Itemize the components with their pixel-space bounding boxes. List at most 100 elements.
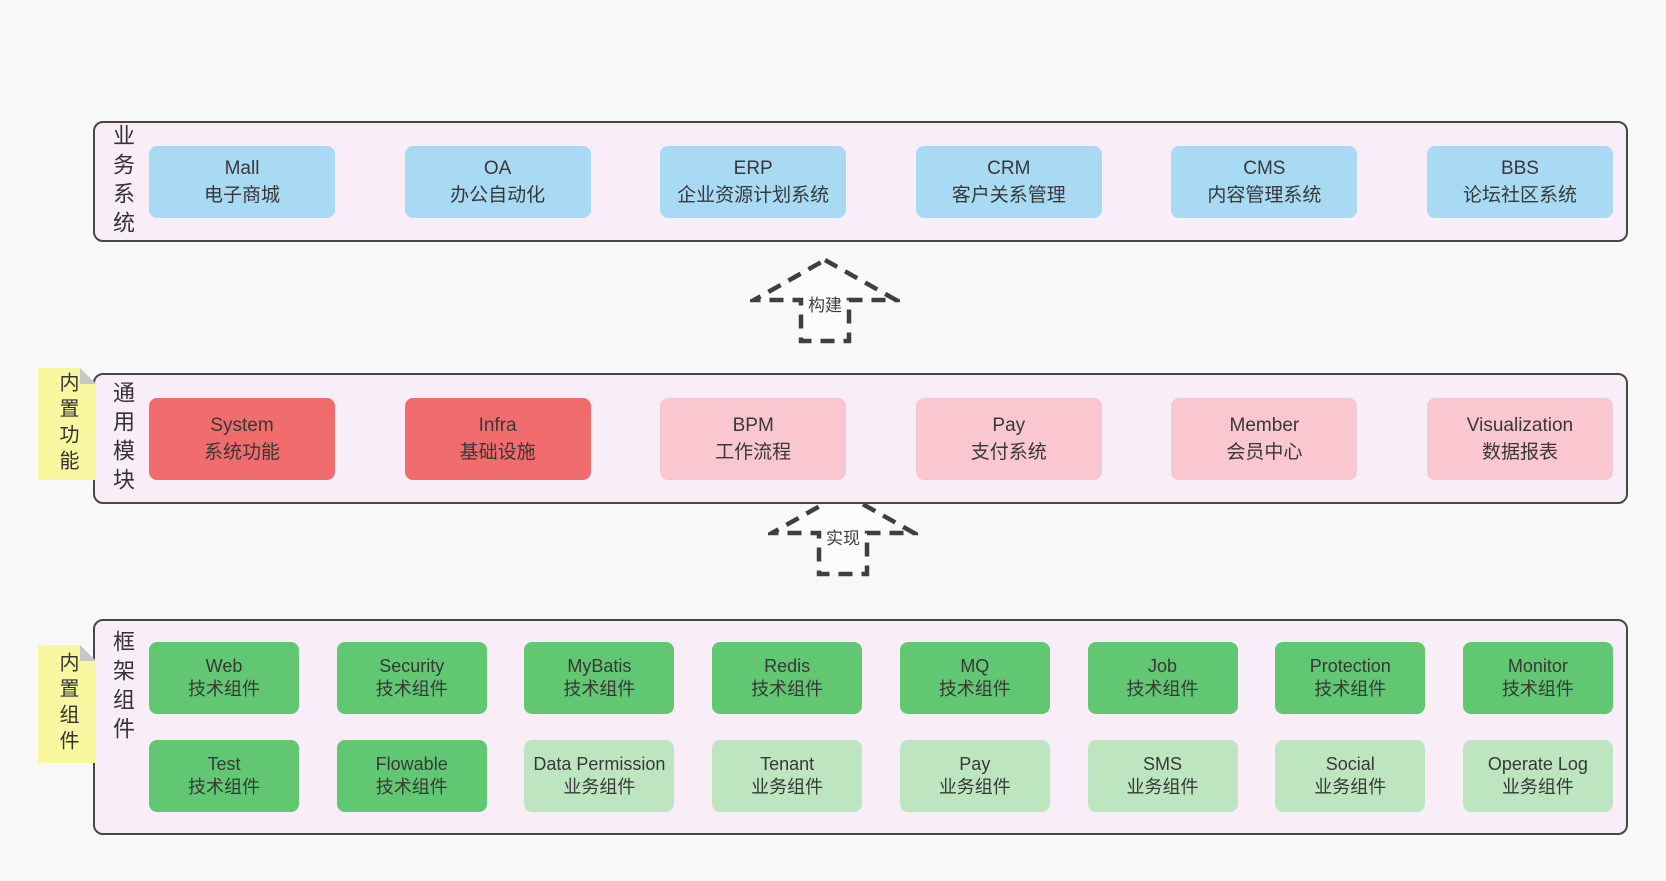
box-row: System 系统功能 Infra 基础设施 BPM 工作流程 Pay 支付系统… [149, 397, 1613, 480]
arrow-label: 实现 [826, 529, 860, 548]
box-title: Redis [764, 656, 811, 676]
framework-components-content: Web 技术组件 Security 技术组件 MyBatis 技术组件 Redi… [149, 621, 1626, 833]
box-test: Test 技术组件 [149, 740, 299, 812]
box-title: Tenant [760, 754, 815, 774]
box-title: Mall [224, 157, 260, 179]
box-bpm: BPM 工作流程 [660, 397, 847, 480]
box-subtitle: 业务组件 [1314, 777, 1387, 797]
box-title: Web [205, 656, 243, 676]
box-system: System 系统功能 [149, 397, 335, 480]
implement-arrow: 实现 [768, 490, 918, 577]
box-subtitle: 内容管理系统 [1207, 184, 1322, 206]
business-systems-content: Mall 电子商城 OA 办公自动化 ERP 企业资源计划系统 CRM 客户关系… [149, 123, 1626, 240]
box-title: OA [483, 157, 512, 179]
box-title: Job [1148, 656, 1178, 676]
build-arrow: 构建 [750, 257, 900, 344]
common-modules-label: 通用模块 [95, 375, 149, 502]
box-monitor: Monitor 技术组件 [1462, 642, 1613, 714]
box-title: Protection [1309, 656, 1391, 676]
box-subtitle: 技术组件 [1501, 679, 1574, 699]
box-title: Infra [478, 414, 517, 436]
box-subtitle: 业务组件 [938, 777, 1011, 797]
folded-corner-icon [80, 368, 96, 384]
box-social: Social 业务组件 [1275, 740, 1426, 812]
box-mall: Mall 电子商城 [149, 145, 335, 218]
up-arrow-icon [768, 490, 918, 577]
box-visualization: Visualization 数据报表 [1426, 397, 1613, 480]
box-security: Security 技术组件 [336, 642, 487, 714]
band-label-text: 业务系统 [110, 123, 135, 240]
box-title: Operate Log [1487, 754, 1588, 774]
box-title: MyBatis [567, 656, 632, 676]
box-title: CRM [987, 157, 1031, 179]
box-redis: Redis 技术组件 [712, 642, 863, 714]
box-erp: ERP 企业资源计划系统 [660, 145, 847, 218]
business-systems-band: 业务系统 Mall 电子商城 OA 办公自动化 ERP 企业资源计划系统 CRM… [93, 121, 1628, 242]
box-subtitle: 技术组件 [1126, 679, 1199, 699]
box-subtitle: 企业资源计划系统 [677, 184, 830, 206]
framework-components-band: 框架组件 Web 技术组件 Security 技术组件 MyBatis 技术组件… [93, 619, 1628, 835]
box-title: CMS [1243, 157, 1286, 179]
box-subtitle: 技术组件 [188, 777, 260, 797]
box-subtitle: 技术组件 [1314, 679, 1387, 699]
box-title: Member [1229, 414, 1300, 436]
box-subtitle: 数据报表 [1481, 441, 1558, 463]
box-subtitle: 论坛社区系统 [1462, 184, 1577, 206]
box-subtitle: 电子商城 [203, 184, 280, 206]
box-subtitle: 业务组件 [563, 777, 636, 797]
business-systems-label: 业务系统 [95, 123, 149, 240]
box-title: Data Permission [533, 754, 666, 774]
box-subtitle: 工作流程 [715, 441, 792, 463]
box-pay-business: Pay 业务组件 [899, 740, 1050, 812]
box-title: Security [379, 656, 445, 676]
box-subtitle: 技术组件 [563, 679, 636, 699]
box-mybatis: MyBatis 技术组件 [524, 642, 675, 714]
band-label-text: 通用模块 [110, 380, 135, 497]
common-modules-content: System 系统功能 Infra 基础设施 BPM 工作流程 Pay 支付系统… [149, 375, 1626, 502]
box-sms: SMS 业务组件 [1087, 740, 1238, 812]
box-subtitle: 基础设施 [459, 441, 536, 463]
box-row: Mall 电子商城 OA 办公自动化 ERP 企业资源计划系统 CRM 客户关系… [149, 145, 1613, 218]
box-subtitle: 系统功能 [203, 441, 280, 463]
box-subtitle: 会员中心 [1226, 441, 1303, 463]
box-infra: Infra 基础设施 [404, 397, 591, 480]
built-in-functions-sticky-note: 内置功能 [38, 368, 96, 480]
box-subtitle: 支付系统 [970, 441, 1047, 463]
box-operate-log: Operate Log 业务组件 [1462, 740, 1613, 812]
box-title: SMS [1143, 754, 1183, 774]
box-protection: Protection 技术组件 [1275, 642, 1426, 714]
box-title: Monitor [1507, 656, 1568, 676]
box-subtitle: 技术组件 [751, 679, 824, 699]
box-title: MQ [960, 656, 990, 676]
box-pay: Pay 支付系统 [915, 397, 1102, 480]
band-label-text: 框架组件 [110, 630, 135, 746]
up-arrow-icon [750, 257, 900, 344]
sticky-label: 内置组件 [56, 652, 78, 756]
arrow-label: 构建 [808, 296, 842, 315]
box-row-business: Test 技术组件 Flowable 技术组件 Data Permission … [149, 740, 1613, 812]
box-subtitle: 技术组件 [375, 777, 448, 797]
box-mq: MQ 技术组件 [899, 642, 1050, 714]
box-title: Pay [959, 754, 991, 774]
box-cms: CMS 内容管理系统 [1171, 145, 1358, 218]
box-title: Visualization [1466, 414, 1574, 436]
common-modules-band: 通用模块 System 系统功能 Infra 基础设施 BPM 工作流程 Pay… [93, 373, 1628, 504]
box-job: Job 技术组件 [1087, 642, 1238, 714]
box-subtitle: 业务组件 [1501, 777, 1574, 797]
box-tenant: Tenant 业务组件 [712, 740, 863, 812]
built-in-components-sticky-note: 内置组件 [38, 645, 96, 763]
box-subtitle: 客户关系管理 [951, 184, 1066, 206]
box-subtitle: 技术组件 [375, 679, 448, 699]
box-oa: OA 办公自动化 [404, 145, 591, 218]
box-title: System [210, 414, 274, 436]
box-flowable: Flowable 技术组件 [336, 740, 487, 812]
box-title: Test [207, 754, 241, 774]
box-crm: CRM 客户关系管理 [915, 145, 1102, 218]
box-title: BPM [732, 414, 774, 436]
box-subtitle: 技术组件 [188, 679, 260, 699]
sticky-label: 内置功能 [56, 372, 78, 476]
box-web: Web 技术组件 [149, 642, 299, 714]
box-subtitle: 办公自动化 [450, 184, 546, 206]
box-subtitle: 业务组件 [751, 777, 824, 797]
box-row-technical: Web 技术组件 Security 技术组件 MyBatis 技术组件 Redi… [149, 642, 1613, 714]
